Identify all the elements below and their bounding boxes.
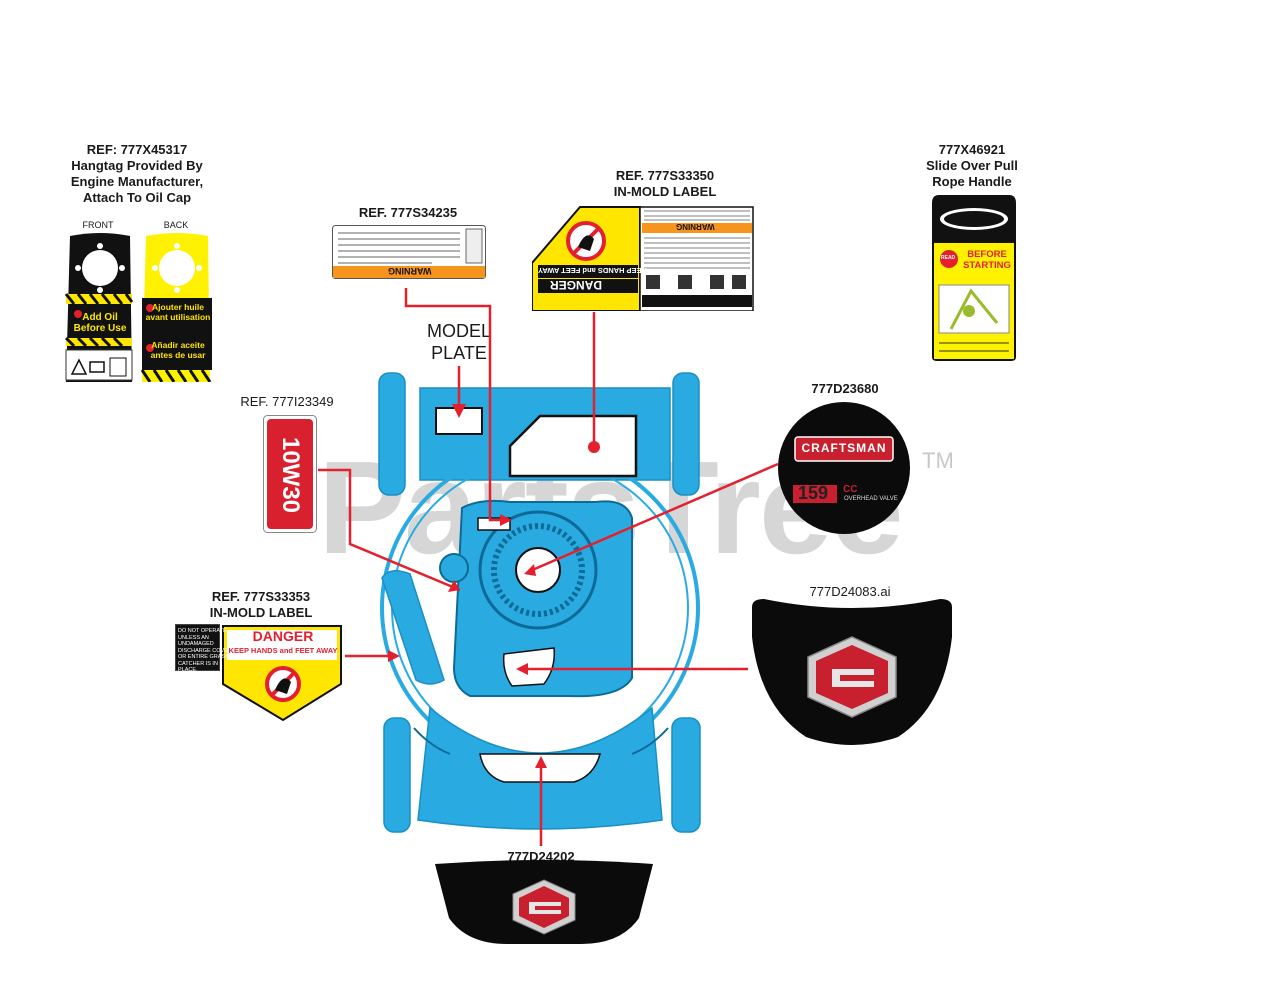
warning-label — [332, 225, 486, 279]
inmold-left-caption: REF. 777S33353 IN-MOLD LABEL — [209, 589, 313, 620]
engine-badge-valve: OVERHEAD VALVE — [844, 496, 898, 502]
warning-label-ref: REF. 777S34235 — [358, 205, 458, 220]
hangtag-back — [140, 233, 212, 382]
trademark-symbol: TM — [922, 448, 954, 473]
hood-decal-ref: 777D24083.ai — [809, 584, 891, 599]
inmold-left-keep: KEEP HANDS and FEET AWAY — [228, 646, 338, 655]
pull-rope-before-starting: BEFORE STARTING — [963, 249, 1011, 271]
inmold-top-caption: REF. 777S33350 IN-MOLD LABEL — [613, 168, 717, 199]
hangtag-caption: REF: 777X45317 Hangtag Provided By Engin… — [70, 142, 204, 205]
inmold-top-label — [532, 206, 754, 311]
pull-rope-caption: 777X46921 Slide Over Pull Rope Handle — [926, 142, 1018, 189]
engine-badge — [778, 402, 910, 534]
inmold-left-label — [175, 624, 342, 722]
model-plate-caption: MODEL PLATE — [426, 321, 491, 363]
hangtag-front-text: Add Oil Before Use — [73, 312, 127, 334]
hangtag-front — [64, 233, 134, 382]
rear-decal — [435, 860, 653, 944]
hangtag-front-label: FRONT — [82, 220, 114, 230]
pull-rope-read: READ — [941, 255, 956, 261]
engine-badge-brand: CRAFTSMAN — [801, 441, 887, 455]
hood-decal — [752, 599, 952, 745]
engine-badge-ref: 777D23680 — [811, 381, 879, 396]
engine-badge-cc: 159 — [798, 483, 829, 503]
engine-badge-cc-unit: CC — [843, 484, 858, 495]
inmold-left-danger: DANGER — [252, 628, 314, 644]
oil-label — [263, 415, 317, 533]
hangtag-back-label: BACK — [163, 220, 189, 230]
oil-label-ref: REF. 777I23349 — [240, 394, 334, 409]
hangtag-back-text: Ajouter huile avant utilisation Añadir a… — [145, 302, 211, 360]
pull-rope-tag — [932, 195, 1016, 361]
